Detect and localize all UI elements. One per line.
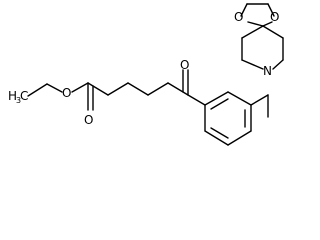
bond-chain-2 <box>107 82 129 96</box>
bond-chain-4 <box>147 82 169 96</box>
ring-inner-3 <box>210 127 229 139</box>
pip-bond-4 <box>262 25 284 39</box>
ring-bond-5 <box>204 130 229 146</box>
bond-ch2-o <box>46 83 63 93</box>
bond-chain-5 <box>167 82 189 96</box>
label-methyl-h: H <box>8 89 17 103</box>
label-methyl-sub: 3 <box>16 96 21 105</box>
label-ring-o-right: O <box>270 10 279 24</box>
bond-chain-3 <box>127 82 149 96</box>
ring-bond-1 <box>204 91 229 106</box>
bond-ring-ch2 <box>250 94 269 106</box>
diox-bond-5 <box>262 21 273 27</box>
structure-diagram: H 3 C O O O O O N <box>8 3 284 146</box>
ring-bond-2 <box>227 91 252 106</box>
ring-bond-4 <box>227 130 252 146</box>
diox-bond-1 <box>247 21 264 27</box>
bond-chain-1 <box>87 82 109 96</box>
bond-ketone-ring <box>187 94 206 106</box>
diox-bond-2 <box>240 3 248 17</box>
label-methyl-c: C <box>20 89 28 103</box>
pip-bond-6 <box>272 59 284 70</box>
label-carbonyl-o: O <box>84 113 93 127</box>
label-amine-n: N <box>263 64 272 78</box>
bond-ch3-ch2 <box>27 83 48 97</box>
label-ketone-o: O <box>180 58 189 72</box>
label-ring-o-left: O <box>234 10 243 24</box>
ring-inner-1 <box>210 98 229 110</box>
bond-o-ccarbonyl <box>71 82 89 93</box>
pip-bond-1 <box>241 59 264 70</box>
label-ester-o: O <box>62 86 71 100</box>
diox-bond-4 <box>267 3 275 17</box>
pip-bond-3 <box>241 25 264 39</box>
